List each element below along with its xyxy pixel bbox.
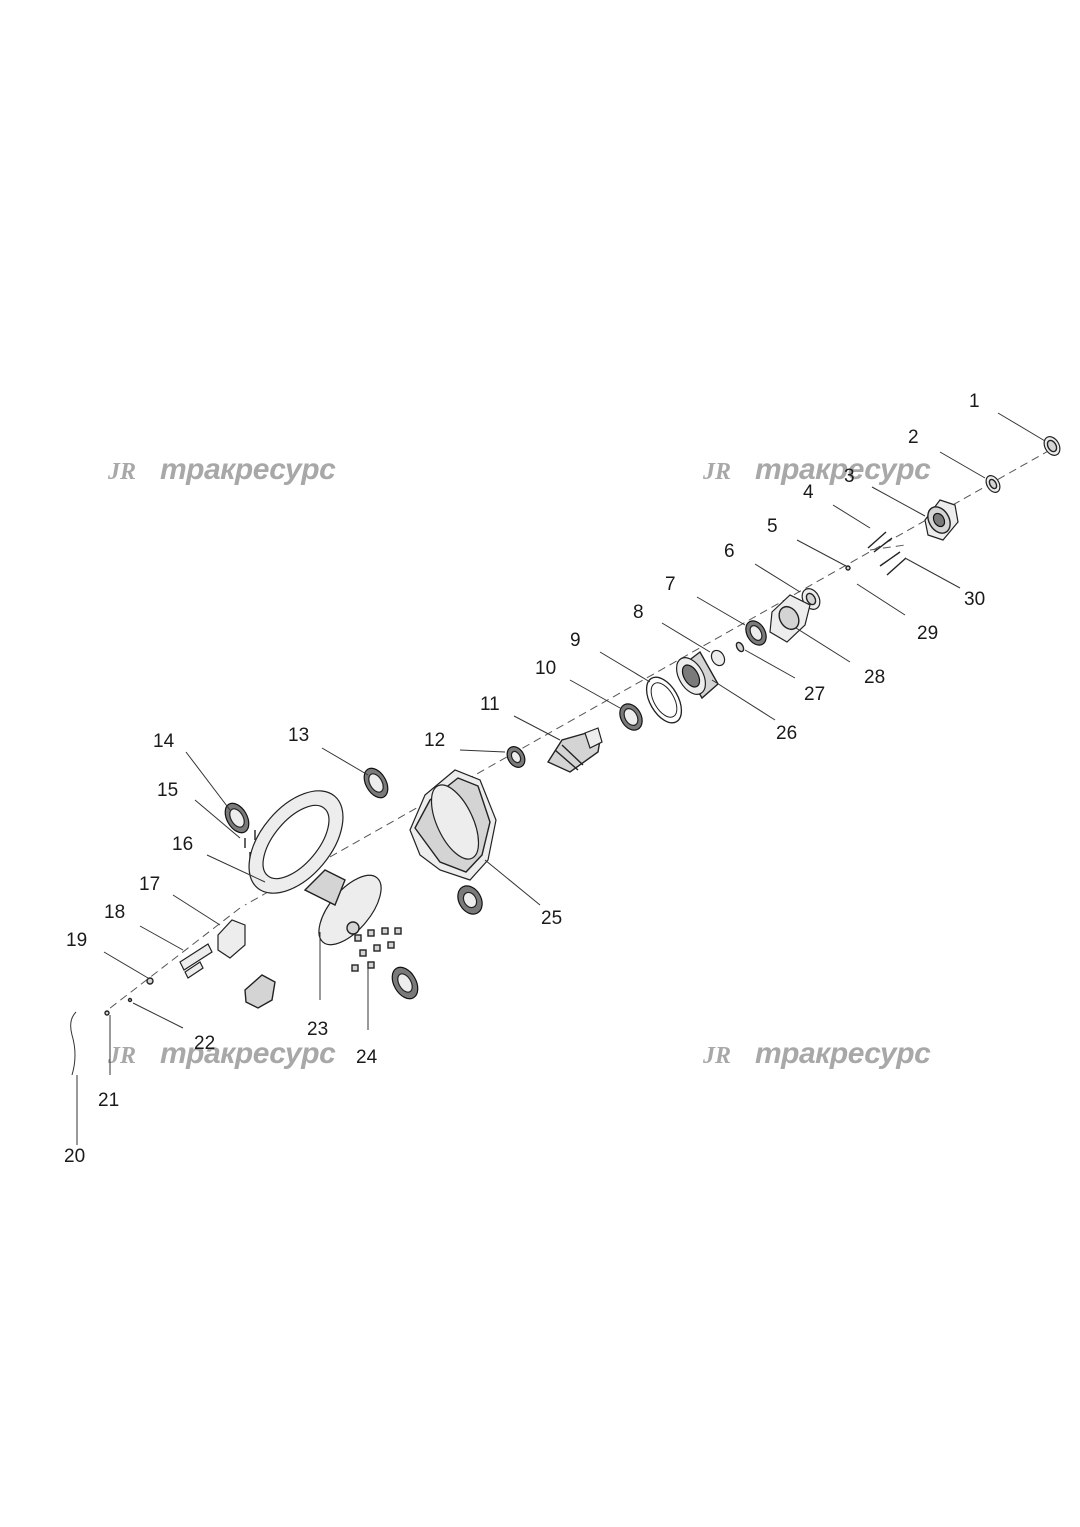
- part-spider-gear: [244, 974, 276, 1009]
- watermark-bottom-left: JR тракресурс: [107, 1037, 337, 1070]
- callout-12: 12: [424, 730, 445, 751]
- part-26-cup: [675, 650, 719, 700]
- callout-2: 2: [908, 427, 919, 448]
- part-17-bracket: [217, 919, 246, 959]
- part-27-ring: [735, 641, 745, 653]
- watermark-text: тракресурс: [160, 1037, 336, 1070]
- callout-18: 18: [104, 902, 125, 923]
- part-3-flange: [924, 499, 959, 541]
- callout-13: 13: [288, 725, 309, 746]
- part-16-ring-gear: [248, 790, 344, 894]
- watermark-logo: JR: [107, 1043, 136, 1069]
- part-9-gasket: [645, 676, 683, 724]
- callout-30: 30: [964, 589, 985, 610]
- part-seal: [391, 966, 419, 1000]
- callout-5: 5: [767, 516, 778, 537]
- callout-16: 16: [172, 834, 193, 855]
- callout-28: 28: [864, 667, 885, 688]
- callout-25: 25: [541, 908, 562, 929]
- callout-15: 15: [157, 780, 178, 801]
- callout-20: 20: [64, 1146, 85, 1167]
- part-21-pin: [104, 1010, 110, 1016]
- group-20-brace: [70, 1011, 77, 1076]
- callout-labels: 1 2 3 4 5 6 7 8 9 10 11 12 13 14 15 16 1…: [64, 391, 985, 1167]
- part-14-bearing: [224, 802, 250, 834]
- pin-axis: [104, 907, 241, 1013]
- callout-22: 22: [194, 1033, 215, 1054]
- callout-26: 26: [776, 723, 797, 744]
- callout-23: 23: [307, 1019, 328, 1040]
- callout-19: 19: [66, 930, 87, 951]
- callout-14: 14: [153, 731, 175, 752]
- callout-24: 24: [356, 1047, 378, 1068]
- callout-29: 29: [917, 623, 938, 644]
- part-11-pinion: [546, 727, 603, 773]
- callout-10: 10: [535, 658, 556, 679]
- part-7-bearing: [745, 620, 767, 646]
- part-8-spacer: [710, 649, 726, 667]
- leader-lines: [76, 412, 1046, 1145]
- callout-1: 1: [969, 391, 980, 412]
- watermark-logo: JR: [107, 459, 136, 485]
- watermark-top-right: JR тракресурс: [702, 453, 932, 486]
- assembly-axis: [244, 449, 1051, 906]
- watermark-top-left: JR тракресурс: [107, 453, 337, 486]
- callout-11: 11: [480, 694, 500, 715]
- part-1-ring: [1043, 436, 1061, 456]
- callout-8: 8: [633, 602, 644, 623]
- part-24-small-parts: [351, 927, 402, 972]
- callout-3: 3: [844, 466, 855, 487]
- part-10-bearing: [619, 703, 643, 731]
- part-25-housing: [409, 769, 497, 915]
- part-28-cover: [769, 594, 811, 643]
- watermark-text: тракресурс: [755, 453, 931, 486]
- watermark-logo: JR: [702, 1043, 731, 1069]
- bolt-axis: [869, 544, 906, 551]
- callout-17: 17: [139, 874, 160, 895]
- callout-27: 27: [804, 684, 825, 705]
- part-18-pin: [179, 943, 213, 979]
- watermark-text: тракресурс: [755, 1037, 931, 1070]
- part-12-bearing: [506, 746, 526, 768]
- callout-21: 21: [98, 1090, 119, 1111]
- callout-4: 4: [803, 482, 814, 503]
- watermark-text: тракресурс: [160, 453, 336, 486]
- callout-7: 7: [665, 574, 676, 595]
- part-13-bearing: [363, 767, 389, 799]
- watermark-logo: JR: [702, 459, 731, 485]
- watermark-bottom-right: JR тракресурс: [702, 1037, 932, 1070]
- part-2-washer: [985, 475, 1001, 493]
- callout-6: 6: [724, 541, 735, 562]
- part-23-diff-case: [303, 869, 382, 946]
- part-22-pin: [127, 997, 133, 1003]
- part-4-bolts: [867, 531, 907, 576]
- part-5-pin: [845, 565, 851, 571]
- part-19-ring: [146, 977, 154, 985]
- callout-9: 9: [570, 630, 581, 651]
